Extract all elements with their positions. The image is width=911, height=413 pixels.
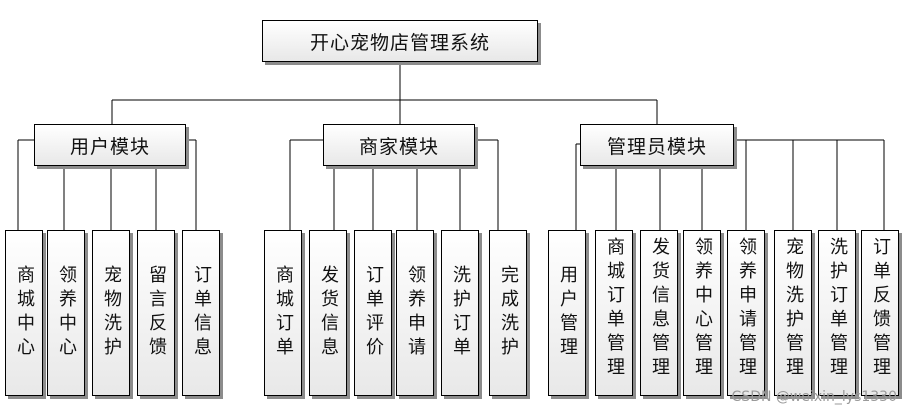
leaf-admin-wash-orders: 洗护订单管理 bbox=[818, 230, 856, 396]
leaf-admin-shipping: 发货信息管理 bbox=[640, 230, 678, 396]
module-node-admin: 管理员模块 bbox=[580, 124, 734, 166]
leaf-merchant-reviews: 订单评价 bbox=[354, 230, 392, 396]
leaf-merchant-wash-done: 完成洗护 bbox=[489, 230, 527, 396]
leaf-label: 洗护订单 bbox=[450, 265, 471, 361]
module-label-admin: 管理员模块 bbox=[606, 135, 707, 158]
leaf-admin-mall-orders: 商城订单管理 bbox=[595, 230, 633, 396]
leaf-label: 商城订单管理 bbox=[604, 237, 625, 381]
leaf-label: 领养申请 bbox=[405, 265, 426, 361]
module-node-user: 用户模块 bbox=[34, 124, 186, 166]
module-label-user: 用户模块 bbox=[69, 135, 150, 158]
watermark: CSDN @weixin_lys1330 bbox=[731, 389, 897, 405]
leaf-label: 洗护订单管理 bbox=[827, 237, 848, 381]
leaf-user-adopt-center: 领养中心 bbox=[47, 230, 85, 396]
leaf-label: 完成洗护 bbox=[498, 265, 519, 361]
leaf-label: 商城订单 bbox=[273, 265, 294, 361]
leaf-admin-users: 用户管理 bbox=[548, 230, 586, 396]
leaf-label: 领养中心 bbox=[56, 265, 77, 361]
root-node: 开心宠物店管理系统 bbox=[262, 20, 538, 62]
leaf-label: 用户管理 bbox=[557, 265, 578, 361]
leaf-label: 发货信息管理 bbox=[649, 237, 670, 381]
module-node-merchant: 商家模块 bbox=[323, 124, 475, 166]
leaf-admin-pet-wash: 宠物洗护管理 bbox=[774, 230, 812, 396]
leaf-label: 领养申请管理 bbox=[736, 237, 757, 381]
root-node-label: 开心宠物店管理系统 bbox=[309, 31, 490, 54]
leaf-user-orders: 订单信息 bbox=[182, 230, 220, 396]
leaf-label: 订单评价 bbox=[363, 265, 384, 361]
leaf-user-pet-wash: 宠物洗护 bbox=[92, 230, 130, 396]
leaf-label: 订单信息 bbox=[191, 265, 212, 361]
leaf-merchant-mall-orders: 商城订单 bbox=[264, 230, 302, 396]
leaf-label: 商城中心 bbox=[14, 265, 35, 361]
leaf-label: 订单反馈管理 bbox=[870, 237, 891, 381]
leaf-admin-feedback: 订单反馈管理 bbox=[861, 230, 899, 396]
leaf-label: 宠物洗护管理 bbox=[783, 237, 804, 381]
leaf-user-mall: 商城中心 bbox=[5, 230, 43, 396]
leaf-admin-adopt-center: 领养中心管理 bbox=[683, 230, 721, 396]
leaf-label: 留言反馈 bbox=[146, 265, 167, 361]
leaf-merchant-adopt-apply: 领养申请 bbox=[396, 230, 434, 396]
module-label-merchant: 商家模块 bbox=[358, 135, 439, 158]
leaf-merchant-shipping: 发货信息 bbox=[309, 230, 347, 396]
leaf-label: 发货信息 bbox=[318, 265, 339, 361]
leaf-admin-adopt-apply: 领养申请管理 bbox=[727, 230, 765, 396]
leaf-merchant-wash-orders: 洗护订单 bbox=[441, 230, 479, 396]
leaf-user-feedback: 留言反馈 bbox=[137, 230, 175, 396]
leaf-label: 领养中心管理 bbox=[692, 237, 713, 381]
leaf-label: 宠物洗护 bbox=[101, 265, 122, 361]
